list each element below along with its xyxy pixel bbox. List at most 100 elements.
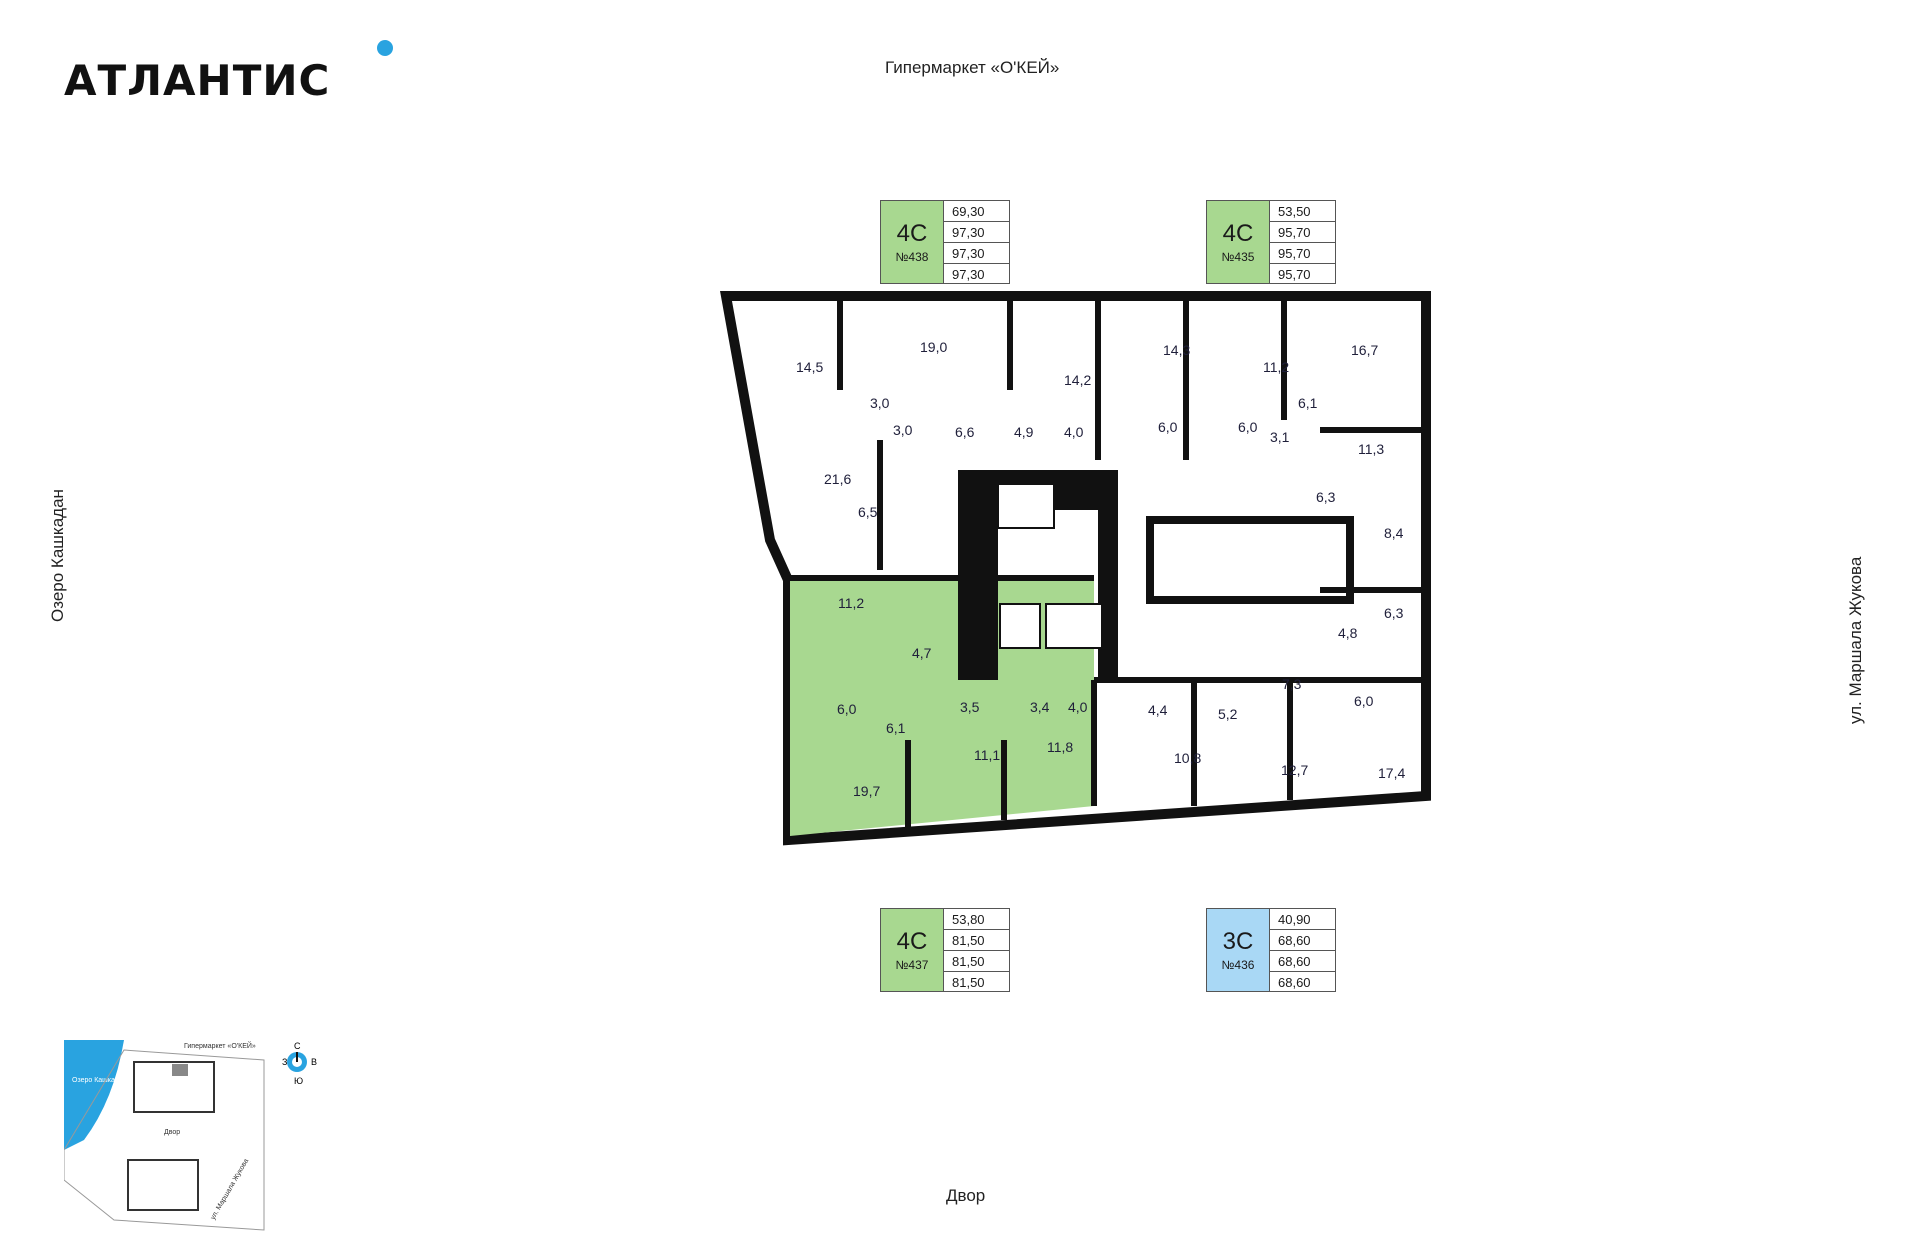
room-area-label: 21,6 <box>824 471 851 487</box>
compass-w: З <box>282 1057 287 1067</box>
unit-areas: 53,80 81,50 81,50 81,50 <box>944 908 1010 992</box>
unit-card-437[interactable]: 4С №437 53,80 81,50 81,50 81,50 <box>880 908 1010 992</box>
room-area-label: 6,0 <box>1354 693 1374 709</box>
unit-area: 53,80 <box>944 908 1010 929</box>
unit-number: №438 <box>895 250 929 264</box>
room-area-label: 19,7 <box>853 783 880 799</box>
room-area-label: 14,5 <box>796 359 823 375</box>
room-area-label: 14,2 <box>1064 372 1091 388</box>
unit-area: 97,30 <box>944 263 1010 284</box>
room-area-label: 11,1 <box>974 747 1000 763</box>
compass-icon: С Ю З В <box>282 1040 332 1090</box>
room-area-label: 11,2 <box>1263 359 1289 375</box>
unit-area: 97,30 <box>944 242 1010 263</box>
unit-area: 68,60 <box>1270 950 1336 971</box>
room-area-label: 14,3 <box>1163 342 1190 358</box>
unit-type: 3С <box>1222 928 1254 955</box>
unit-area: 97,30 <box>944 221 1010 242</box>
room-area-label: 3,4 <box>1030 699 1050 715</box>
elevator-icon <box>997 483 1055 529</box>
current-section-marker <box>172 1064 188 1076</box>
unit-areas: 69,30 97,30 97,30 97,30 <box>944 200 1010 284</box>
room-area-label: 3,1 <box>1270 429 1290 445</box>
unit-area: 95,70 <box>1270 242 1336 263</box>
unit-card-436[interactable]: 3С №436 40,90 68,60 68,60 68,60 <box>1206 908 1336 992</box>
room-area-label: 11,2 <box>838 595 864 611</box>
room-area-label: 17,4 <box>1378 765 1405 781</box>
minimap-street-label: ул. Маршала Жукова <box>210 1158 251 1221</box>
direction-top-label: Гипермаркет «О'КЕЙ» <box>885 58 1060 77</box>
unit-areas: 53,50 95,70 95,70 95,70 <box>1270 200 1336 284</box>
logo-dot-icon <box>377 40 393 56</box>
room-area-label: 6,1 <box>1298 395 1318 411</box>
unit-area: 68,60 <box>1270 929 1336 950</box>
room-area-label: 4,7 <box>912 645 932 661</box>
room-area-label: 6,0 <box>837 701 857 717</box>
unit-area: 81,50 <box>944 950 1010 971</box>
room-area-label: 11,3 <box>1358 441 1384 457</box>
room-area-label: 12,7 <box>1281 762 1308 778</box>
room-area-label: 6,3 <box>1316 489 1336 505</box>
lake-shape <box>64 1040 124 1150</box>
building-footprint <box>127 1159 199 1211</box>
unit-badge: 3С №436 <box>1206 908 1270 992</box>
unit-number: №436 <box>1221 958 1255 972</box>
room-area-label: 11,8 <box>1047 739 1073 755</box>
unit-badge: 4С №435 <box>1206 200 1270 284</box>
room-area-label: 3,0 <box>870 395 890 411</box>
unit-number: №437 <box>895 958 929 972</box>
room-area-label: 4,0 <box>1064 424 1084 440</box>
unit-areas: 40,90 68,60 68,60 68,60 <box>1270 908 1336 992</box>
unit-area: 81,50 <box>944 971 1010 992</box>
room-area-label: 19,0 <box>920 339 947 355</box>
unit-card-438[interactable]: 4С №438 69,30 97,30 97,30 97,30 <box>880 200 1010 284</box>
room-labels: 14,5 19,0 14,2 14,3 11,2 16,7 3,03,0 6,6 4,9 4,0 6… <box>796 339 1405 799</box>
unit-area: 68,60 <box>1270 971 1336 992</box>
room-area-label: 4,8 <box>1338 625 1358 641</box>
room-area-label: 6,0 <box>1158 419 1178 435</box>
room-area-label: 3,5 <box>960 699 980 715</box>
room-area-label: 10,8 <box>1174 750 1201 766</box>
unit-type: 4С <box>896 928 928 955</box>
room-area-label: 6,1 <box>886 720 906 736</box>
site-minimap: Озеро Кашкадан Двор Гипермаркет «О'КЕЙ» … <box>64 1040 265 1231</box>
minimap-store-label: Гипермаркет «О'КЕЙ» <box>184 1041 256 1050</box>
room-area-label: 4,9 <box>1014 424 1034 440</box>
direction-bottom-label: Двор <box>946 1186 986 1205</box>
unit-badge: 4С №438 <box>880 200 944 284</box>
room-area-label: 6,3 <box>1384 605 1404 621</box>
unit-area: 95,70 <box>1270 221 1336 242</box>
building-footprint <box>133 1061 215 1113</box>
room-area-label: 4,0 <box>1068 699 1088 715</box>
unit-type: 4С <box>896 220 928 247</box>
compass-e: В <box>311 1057 317 1067</box>
unit-area: 69,30 <box>944 200 1010 221</box>
unit-card-435[interactable]: 4С №435 53,50 95,70 95,70 95,70 <box>1206 200 1336 284</box>
compass-n: С <box>294 1041 301 1051</box>
room-area-label: 6,0 <box>1238 419 1258 435</box>
room-area-label: 6,5 <box>858 504 878 520</box>
stair-block <box>1146 516 1354 604</box>
unit-area: 95,70 <box>1270 263 1336 284</box>
minimap-lake-label: Озеро Кашкадан <box>72 1077 127 1084</box>
unit-badge: 4С №437 <box>880 908 944 992</box>
brand-logo: АТЛАНТИС <box>64 56 331 105</box>
room-area-label: 3,0 <box>893 422 913 438</box>
unit-area: 81,50 <box>944 929 1010 950</box>
room-area-label: 5,2 <box>1218 706 1238 722</box>
room-area-label: 6,6 <box>955 424 975 440</box>
room-area-label: 4,4 <box>1148 702 1168 718</box>
elevator-icon <box>999 603 1041 649</box>
room-area-label: 7,3 <box>1282 676 1302 692</box>
room-area-label: 8,4 <box>1384 525 1404 541</box>
site-boundary <box>64 1049 265 1231</box>
unit-number: №435 <box>1221 250 1255 264</box>
unit-type: 4С <box>1222 220 1254 247</box>
minimap-yard-label: Двор <box>164 1129 180 1136</box>
compass-s: Ю <box>294 1076 303 1086</box>
unit-area: 40,90 <box>1270 908 1336 929</box>
interior-walls <box>790 296 1426 830</box>
room-area-label: 16,7 <box>1351 342 1378 358</box>
unit-area: 53,50 <box>1270 200 1336 221</box>
